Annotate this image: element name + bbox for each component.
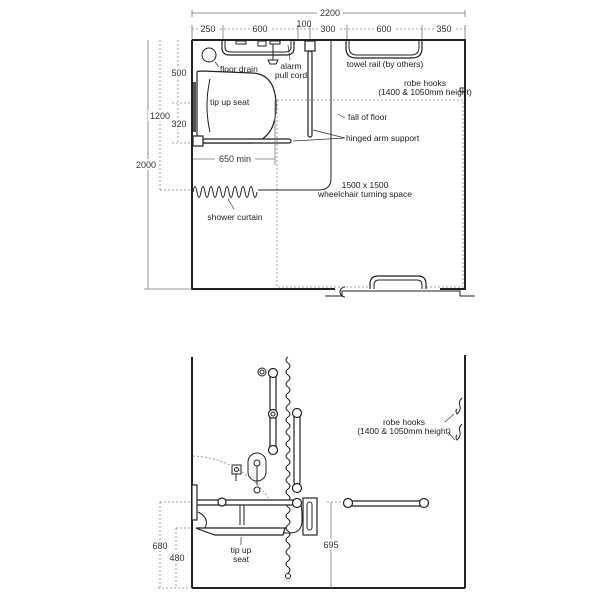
label-turning-1: 1500 x 1500 [342, 180, 389, 190]
dim-480: 480 [169, 553, 184, 563]
label-shower-curtain: shower curtain [207, 212, 263, 222]
vertical-grab-rail [293, 412, 301, 486]
seat-swing-arc [192, 455, 271, 501]
label-robe-hooks-plan-1: robe hooks [404, 78, 446, 88]
robe-hook-lower-icon [455, 423, 463, 441]
dim-1200: 1200 [150, 111, 170, 121]
top-dimension-ticks [191, 25, 466, 40]
label-tip-up-seat-plan: tip up seat [210, 97, 250, 107]
robe-hook-upper-icon [455, 397, 463, 415]
dim-300: 300 [320, 24, 335, 34]
towel-rail [345, 41, 423, 59]
hinged-arm-vertical [307, 50, 313, 138]
dim-350: 350 [436, 24, 451, 34]
label-tip-up-elev-1: tip up [231, 545, 252, 555]
dim-500: 500 [171, 68, 186, 78]
dim-2000: 2000 [136, 160, 156, 170]
shower-curtain-icon [192, 186, 258, 198]
dim-320: 320 [171, 119, 186, 129]
horizontal-grab-rail [345, 500, 427, 507]
tip-up-seat-elevation [195, 527, 286, 536]
label-floor-drain: floor drain [220, 64, 258, 74]
label-alarm-1: alarm [280, 61, 301, 71]
dim-600-right: 600 [376, 24, 391, 34]
wall-bracket-elevation [302, 497, 318, 536]
curtain-track [258, 177, 332, 191]
dim-250: 250 [200, 24, 215, 34]
dim-100: 100 [296, 19, 311, 29]
label-towel-rail: towel rail (by others) [347, 59, 424, 69]
door-pull-handle [369, 275, 427, 289]
label-robe-hooks-elev-2: (1400 & 1050mm height) [357, 426, 451, 436]
shower-valve-icon [257, 40, 267, 47]
dim-695: 695 [323, 540, 338, 550]
dim-680: 680 [152, 541, 167, 551]
dim-overall-width: 2200 [320, 8, 340, 18]
shower-handset [269, 417, 277, 449]
floor-drain-icon [201, 47, 217, 63]
label-fall-of-floor: fall of floor [348, 112, 387, 122]
label-tip-up-elev-2: seat [233, 554, 250, 564]
shower-head-icon [267, 59, 279, 65]
shower-fixing-icon [257, 367, 267, 377]
hinged-arm-elevation [193, 499, 300, 506]
hinged-arm-bracket-top [304, 40, 316, 52]
label-robe-hooks-elev-1: robe hooks [383, 417, 425, 427]
dim-600-left: 600 [252, 24, 267, 34]
plan-walls [192, 39, 466, 290]
plan-view: 2200 250 600 100 300 600 350 [135, 7, 475, 298]
dim-650-min: 650 min [219, 154, 251, 164]
shower-curtain-elevation [285, 356, 291, 574]
label-turning-2: wheelchair turning space [317, 189, 412, 199]
label-alarm-2: pull cord [275, 70, 307, 80]
elevation-view: robe hooks (1400 & 1050mm height) [151, 355, 466, 589]
label-robe-hooks-plan-2: (1400 & 1050mm height) [378, 87, 472, 97]
label-hinged-arm: hinged arm support [346, 133, 420, 143]
tip-up-seat-plan [196, 70, 277, 144]
robe-hook-plan-icon [459, 87, 466, 93]
hinged-arm-bracket-left [192, 135, 204, 147]
hinged-arm-horizontal [202, 138, 292, 144]
